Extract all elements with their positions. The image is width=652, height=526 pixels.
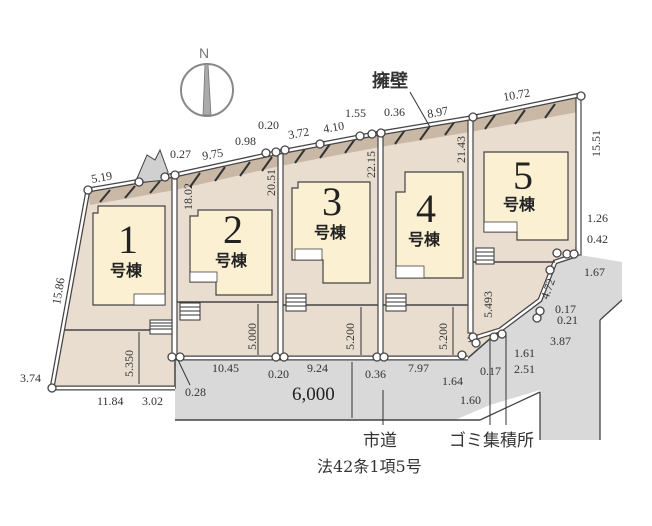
dim-top-0.36: 0.36 xyxy=(384,105,405,119)
compass-icon: N xyxy=(180,45,234,117)
lot-3-suffix: 号棟 xyxy=(314,223,347,242)
dim-0.36-bottom: 0.36 xyxy=(365,367,386,381)
retaining-wall-label: 擁壁 xyxy=(372,70,408,92)
dim-4.72: 4.72 xyxy=(538,277,558,302)
dim-top-9.75: 9.75 xyxy=(201,146,224,163)
dim-18.02: 18.02 xyxy=(181,183,195,210)
lot-1-number: 1 xyxy=(118,217,138,262)
boundary-markers xyxy=(47,91,586,393)
lot-2-number: 2 xyxy=(223,207,243,252)
dim-5.350: 5.350 xyxy=(122,350,136,377)
dim-0.21: 0.21 xyxy=(557,313,578,327)
dim-9.24: 9.24 xyxy=(307,361,328,375)
dim-top-10.72: 10.72 xyxy=(502,85,531,103)
dim-top-8.97: 8.97 xyxy=(426,104,449,121)
garbage-collection-label: ゴミ集積所 xyxy=(449,430,534,451)
lot-4-suffix: 号棟 xyxy=(408,230,441,249)
dim-3.02: 3.02 xyxy=(142,394,163,408)
dim-top-4.10: 4.10 xyxy=(322,119,345,136)
house-2[interactable] xyxy=(189,209,273,296)
dim-3.74: 3.74 xyxy=(20,371,41,385)
road-legal-class: 法42条1項5号 xyxy=(317,457,422,476)
dim-10.45: 10.45 xyxy=(212,361,239,375)
house-5[interactable] xyxy=(483,151,569,241)
dim-1.60: 1.60 xyxy=(460,393,481,407)
dim-left-15.86: 15.86 xyxy=(49,277,67,306)
dim-5.000: 5.000 xyxy=(245,323,259,350)
dim-22.15: 22.15 xyxy=(364,151,378,178)
dim-11.84: 11.84 xyxy=(97,394,124,408)
dim-top-3.72: 3.72 xyxy=(287,125,310,142)
lot-1-suffix: 号棟 xyxy=(110,261,143,280)
dim-0.17-right: 0.17 xyxy=(555,302,576,316)
dim-top-1.55: 1.55 xyxy=(345,106,366,120)
dim-1.64: 1.64 xyxy=(442,374,463,388)
lot-2-suffix: 号棟 xyxy=(215,251,248,270)
lot-3-number: 3 xyxy=(322,179,342,224)
dim-7.97: 7.97 xyxy=(408,361,429,375)
house-1[interactable] xyxy=(92,205,166,306)
dim-1.26: 1.26 xyxy=(587,211,608,225)
dim-20.51: 20.51 xyxy=(264,169,278,196)
dim-top-5.19: 5.19 xyxy=(90,169,113,186)
lot-4-number: 4 xyxy=(416,186,436,231)
dim-top-0.27: 0.27 xyxy=(170,147,191,161)
dim-0.20-bottom: 0.20 xyxy=(268,367,289,381)
house-3[interactable] xyxy=(291,181,371,284)
dim-21.43: 21.43 xyxy=(454,136,468,163)
road-name: 市道 xyxy=(363,431,397,451)
dim-5.200-lot4: 5.200 xyxy=(436,323,450,350)
dim-0.42: 0.42 xyxy=(587,232,608,246)
dim-3.87: 3.87 xyxy=(550,334,571,348)
dim-5.493: 5.493 xyxy=(481,291,495,318)
retaining-wall-hatch xyxy=(99,103,556,203)
dim-1.67: 1.67 xyxy=(584,265,605,279)
road-width: 6,000 xyxy=(292,384,335,405)
house-4[interactable] xyxy=(395,171,464,279)
dim-top-0.98: 0.98 xyxy=(235,134,256,148)
lot-5-number: 5 xyxy=(513,153,533,198)
dim-0.28: 0.28 xyxy=(185,385,206,399)
stairs-icons xyxy=(149,247,495,335)
dim-15.51: 15.51 xyxy=(589,130,603,157)
dim-2.51: 2.51 xyxy=(514,362,535,376)
dim-1.61: 1.61 xyxy=(514,346,535,360)
road-area xyxy=(175,255,622,440)
dim-top-0.20: 0.20 xyxy=(258,118,279,132)
road-edge xyxy=(599,299,623,321)
dim-5.200-lot3: 5.200 xyxy=(343,323,357,350)
lot-5-suffix: 号棟 xyxy=(503,195,536,214)
compass-north-label: N xyxy=(199,45,209,61)
